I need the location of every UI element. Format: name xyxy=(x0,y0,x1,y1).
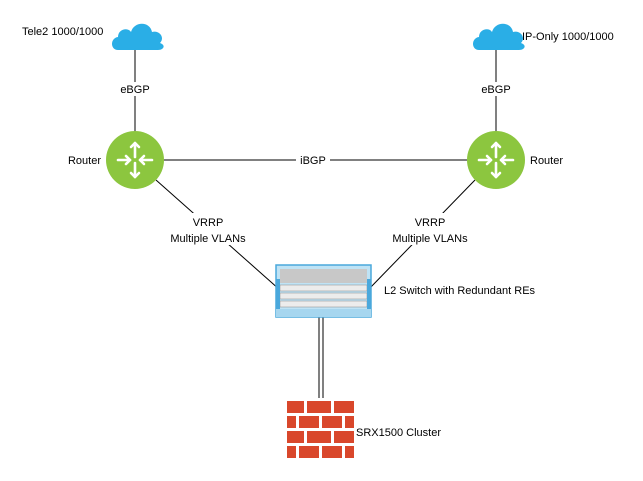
isp-left-label: Tele2 1000/1000 xyxy=(22,26,103,38)
router-icon xyxy=(106,131,164,189)
router-right-label: Router xyxy=(530,155,563,167)
vrrp-left-label: VRRP xyxy=(193,217,224,229)
switch-label: L2 Switch with Redundant REs xyxy=(384,285,536,297)
switch-firewall-link xyxy=(318,316,324,398)
vlans-right-label: Multiple VLANs xyxy=(392,233,468,245)
router-icon xyxy=(467,131,525,189)
cloud-icon xyxy=(112,23,164,50)
router-left-label: Router xyxy=(68,155,101,167)
ibgp-label: iBGP xyxy=(300,155,326,167)
isp-right-label: IP-Only 1000/1000 xyxy=(522,31,614,43)
switch-icon xyxy=(275,264,372,318)
cloud-icon xyxy=(473,23,525,50)
ebgp-right-label: eBGP xyxy=(481,84,510,96)
firewall-icon xyxy=(287,401,354,458)
firewall-label: SRX1500 Cluster xyxy=(356,427,441,439)
vlans-left-label: Multiple VLANs xyxy=(170,233,246,245)
ebgp-left-label: eBGP xyxy=(120,84,149,96)
vrrp-right-label: VRRP xyxy=(415,217,446,229)
